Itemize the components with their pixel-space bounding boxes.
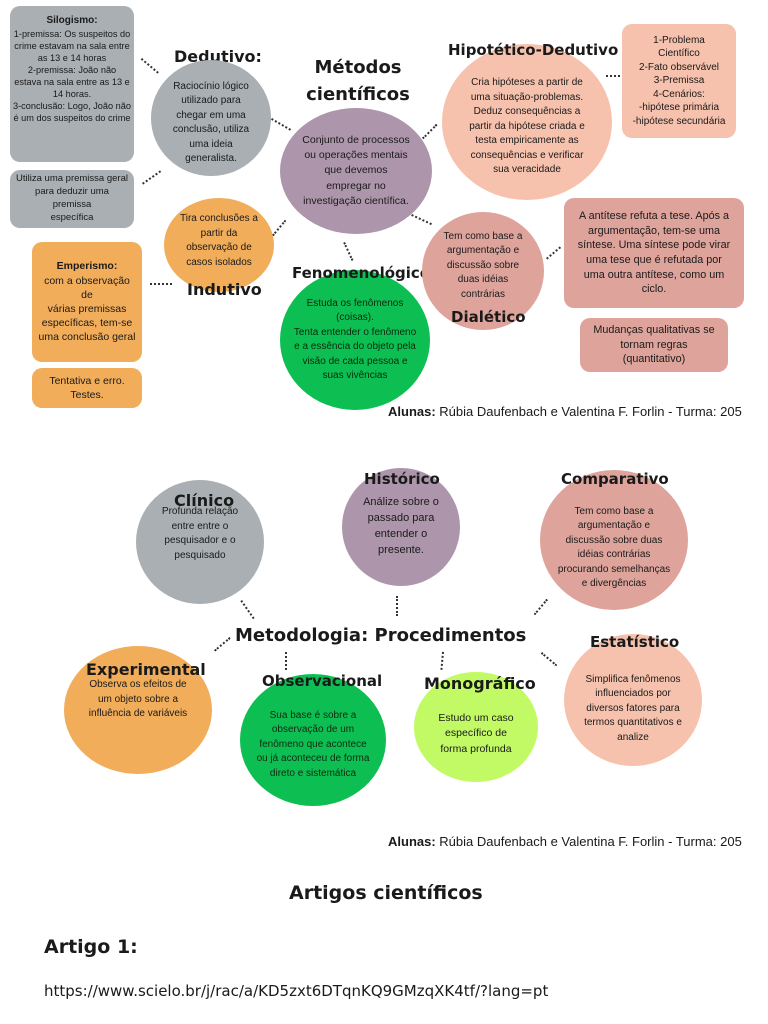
dialetico-text: Tem como base a argumentação e discussão… bbox=[443, 230, 523, 300]
authors-label: Alunas: bbox=[388, 834, 436, 849]
premissa-geral-box: Utiliza uma premissa geral para deduzir … bbox=[10, 170, 134, 228]
observacional-circle: Sua base é sobre a observação de um fenô… bbox=[240, 674, 386, 806]
authors-text: Rúbia Daufenbach e Valentina F. Forlin -… bbox=[435, 404, 742, 419]
connector bbox=[546, 246, 562, 260]
clinico-label: Clínico bbox=[174, 491, 235, 510]
observacional-text: Sua base é sobre a observação de um fenô… bbox=[256, 709, 370, 779]
comparativo-label: Comparativo bbox=[561, 470, 669, 488]
diagram-title: Métodos científicos bbox=[306, 57, 410, 105]
silogismo-box: Silogismo: 1-premissa: Os suspeitos do c… bbox=[10, 6, 134, 162]
authors-footer: Alunas: Rúbia Daufenbach e Valentina F. … bbox=[388, 404, 742, 419]
connector bbox=[540, 652, 558, 667]
hipotetico-label: Hipotético-Dedutivo bbox=[448, 41, 619, 59]
clinico-circle: Profunda relação entre entre o pesquisad… bbox=[136, 480, 264, 604]
connector bbox=[606, 75, 620, 77]
historico-label: Histórico bbox=[364, 470, 440, 488]
connector bbox=[271, 118, 292, 131]
experimental-text: Observa os efeitos de um objeto sobre a … bbox=[88, 679, 188, 720]
connector bbox=[150, 283, 172, 285]
connector bbox=[142, 170, 162, 185]
dialetico-label: Dialético bbox=[451, 308, 526, 326]
connector bbox=[440, 651, 444, 670]
estatistico-circle: Simplifica fenômenos influenciados por d… bbox=[564, 634, 702, 766]
authors-text: Rúbia Daufenbach e Valentina F. Forlin -… bbox=[435, 834, 742, 849]
etapas-box: 1-Problema Científico 2-Fato observável … bbox=[622, 24, 736, 138]
tentativa-box: Tentativa e erro. Testes. bbox=[32, 368, 142, 408]
connector bbox=[285, 652, 287, 670]
silogismo-heading: Silogismo: bbox=[46, 15, 98, 26]
article1-link[interactable]: https://www.scielo.br/j/rac/a/KD5zxt6DTq… bbox=[44, 982, 549, 1000]
articles-heading: Artigos científicos bbox=[289, 882, 483, 904]
silogismo-text: 1-premissa: Os suspeitos do crime estava… bbox=[13, 29, 131, 123]
comparativo-text: Tem como base a argumentação e discussão… bbox=[557, 505, 671, 590]
authors-footer: Alunas: Rúbia Daufenbach e Valentina F. … bbox=[388, 834, 742, 849]
experimental-circle: Observa os efeitos de um objeto sobre a … bbox=[64, 646, 212, 774]
connector bbox=[240, 600, 255, 620]
connector bbox=[422, 123, 438, 140]
historico-circle: Análize sobre o passado para entender o … bbox=[342, 468, 460, 586]
clinico-text: Profunda relação entre entre o pesquisad… bbox=[161, 506, 239, 561]
indutivo-text: Tira conclusões a partir da observação d… bbox=[180, 213, 258, 268]
procedures-title: Metodologia: Procedimentos bbox=[235, 625, 527, 646]
connector bbox=[396, 596, 398, 616]
hipotetico-text: Cria hipóteses a partir de uma situação-… bbox=[469, 77, 585, 176]
connector bbox=[411, 214, 432, 226]
fenomenologico-label: Fenomenológico bbox=[292, 264, 431, 282]
estatistico-text: Simplifica fenômenos influenciados por d… bbox=[584, 673, 682, 743]
qualitativas-box: Mudanças qualitativas se tornam regras (… bbox=[580, 318, 728, 372]
connector bbox=[272, 219, 287, 237]
fenomenologico-circle: Estuda os fenômenos (coisas). Tenta ente… bbox=[280, 270, 430, 410]
center-circle: Conjunto de processos ou operações menta… bbox=[280, 108, 432, 234]
monografico-circle: Estudo um caso específico de forma profu… bbox=[414, 672, 538, 782]
authors-label: Alunas: bbox=[388, 404, 436, 419]
connector bbox=[140, 58, 159, 74]
estatistico-label: Estatístico bbox=[590, 633, 680, 651]
emperismo-heading: Emperismo: bbox=[56, 260, 118, 273]
experimental-label: Experimental bbox=[86, 660, 206, 679]
monografico-text: Estudo um caso específico de forma profu… bbox=[438, 712, 514, 755]
connector bbox=[343, 242, 354, 261]
connector bbox=[214, 637, 231, 652]
emperismo-text: com a observação de várias premissas esp… bbox=[38, 274, 136, 344]
hipotetico-circle: Cria hipóteses a partir de uma situação-… bbox=[442, 44, 612, 200]
historico-text: Análize sobre o passado para entender o … bbox=[363, 496, 439, 556]
article1-label: Artigo 1: bbox=[44, 936, 138, 958]
comparativo-circle: Tem como base a argumentação e discussão… bbox=[540, 470, 688, 610]
indutivo-circle: Tira conclusões a partir da observação d… bbox=[164, 198, 274, 292]
observacional-label: Observacional bbox=[262, 672, 383, 690]
connector bbox=[533, 598, 548, 616]
emperismo-box: Emperismo: com a observação de várias pr… bbox=[32, 242, 142, 362]
center-text: Conjunto de processos ou operações menta… bbox=[302, 133, 410, 207]
monografico-label: Monográfico bbox=[424, 674, 536, 693]
antitese-box: A antítese refuta a tese. Após a argumen… bbox=[564, 198, 744, 308]
fenomenologico-text: Estuda os fenômenos (coisas). Tenta ente… bbox=[293, 297, 417, 382]
dedutivo-text: Raciocínio lógico utilizado para chegar … bbox=[172, 80, 250, 165]
dialetico-circle: Tem como base a argumentação e discussão… bbox=[422, 212, 544, 330]
indutivo-label: Indutivo bbox=[187, 280, 262, 299]
dedutivo-circle: Raciocínio lógico utilizado para chegar … bbox=[151, 60, 271, 176]
